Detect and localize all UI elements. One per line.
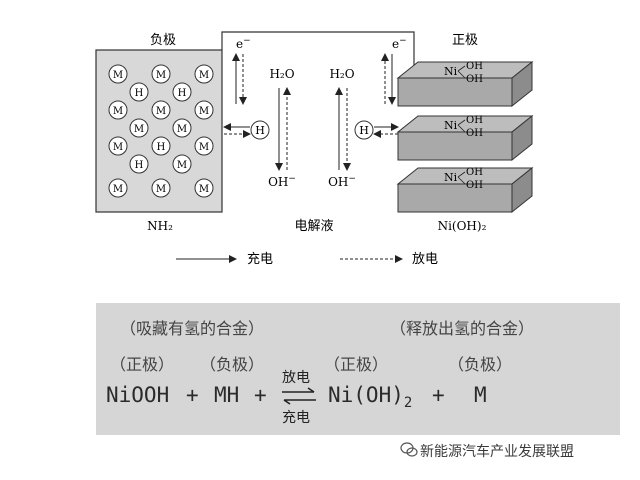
metal-atom-label: M: [113, 106, 123, 117]
water-label-right: H₂O: [329, 67, 354, 81]
electron-label-right: e−: [392, 36, 407, 51]
plate-oh-label: OH: [466, 115, 483, 126]
hydrogen-atom-label: H: [135, 88, 144, 99]
positive-bottom-label: Ni(OH)₂: [438, 219, 487, 233]
metal-atom-label: M: [113, 70, 123, 81]
metal-atom-label: M: [156, 106, 166, 117]
metal-atom-label: M: [199, 142, 209, 153]
positive-electrode-label: 正极: [452, 33, 478, 48]
electrolyte-label: 电解液: [294, 219, 333, 234]
plus-sign-2: +: [254, 383, 267, 407]
role-positive-product: （正极）: [324, 355, 389, 374]
plate-oh-label: OH: [466, 167, 483, 178]
legend-discharge-label: 放电: [412, 252, 438, 267]
plate-ni-label: Ni: [444, 171, 458, 184]
hydrogen-atom: [151, 136, 171, 156]
metal-atom: [108, 136, 128, 156]
hydroxide-label-right: OH−: [328, 174, 356, 189]
metal-atom-label: M: [156, 70, 166, 81]
reactant-mh: MH: [214, 383, 240, 407]
hydrogen-atom-label: H: [135, 160, 144, 171]
plate-ni-label: Ni: [444, 119, 458, 132]
product-m: M: [474, 383, 487, 407]
negative-bottom-label: NH₂: [147, 219, 173, 233]
metal-atom: [129, 118, 149, 138]
plate-oh-label: OH: [466, 128, 483, 139]
wechat-logo-icon: [400, 442, 418, 457]
plate-ni-label: Ni: [444, 65, 458, 78]
metal-atom-label: M: [156, 184, 166, 195]
metal-atom: [194, 136, 214, 156]
metal-atom: [151, 100, 171, 120]
external-circuit-wire: [221, 31, 415, 84]
hydroxide-label-left: OH−: [268, 174, 296, 189]
legend-charge-label: 充电: [247, 251, 273, 267]
metal-atom-label: M: [199, 106, 209, 117]
metal-atom: [108, 100, 128, 120]
water-label-left: H₂O: [269, 67, 294, 81]
metal-atom-label: M: [199, 184, 209, 195]
hydrogen-atom: [172, 82, 192, 102]
plate-oh-label: OH: [466, 74, 483, 85]
metal-atom-label: M: [177, 160, 187, 171]
metal-atom: [108, 178, 128, 198]
product-nioh2: Ni(OH)2: [328, 383, 412, 411]
plate-oh-label: OH: [466, 180, 483, 191]
left-caption: （吸藏有氢的合金）: [120, 319, 265, 338]
plate-oh-label: OH: [466, 61, 483, 72]
hydrogen-atom: [129, 82, 149, 102]
hydrogen-atom: [129, 154, 149, 174]
reaction-equation-panel: （吸藏有氢的合金） （释放出氢的合金） （正极） （负极） （正极） （负极） …: [96, 303, 620, 435]
hydrogen-atom-right-label: H: [359, 124, 369, 137]
role-negative-reactant: （负极）: [200, 355, 265, 374]
negative-electrode-label: 负极: [150, 33, 176, 48]
arrow-label-charge: 充电: [282, 410, 310, 426]
electron-label-left: e−: [236, 36, 251, 51]
hydrogen-atom-left: [250, 120, 270, 140]
reversible-arrow-icon: [282, 387, 316, 405]
plus-sign-1: +: [186, 383, 199, 407]
metal-atom: [172, 154, 192, 174]
watermark-text: 新能源汽车产业发展联盟: [420, 444, 574, 460]
metal-atom: [151, 64, 171, 84]
metal-atom: [151, 178, 171, 198]
metal-atom-label: M: [113, 184, 123, 195]
metal-atom-label: M: [134, 124, 144, 135]
hydrogen-atom-label: H: [178, 88, 187, 99]
right-caption: （释放出氢的合金）: [390, 319, 535, 338]
metal-atom: [172, 118, 192, 138]
hydrogen-atom-left-label: H: [255, 124, 265, 137]
reactant-niooh: NiOOH: [106, 383, 170, 407]
hydrogen-atom-label: H: [157, 142, 166, 153]
metal-atom: [108, 64, 128, 84]
plus-sign-3: +: [432, 383, 445, 407]
metal-atom-label: M: [113, 142, 123, 153]
metal-atom: [194, 64, 214, 84]
metal-atom-label: M: [199, 70, 209, 81]
arrow-label-discharge: 放电: [282, 370, 310, 386]
role-negative-product: （负极）: [448, 355, 513, 374]
metal-atom: [194, 100, 214, 120]
role-positive-reactant: （正极）: [110, 355, 175, 374]
metal-atom: [194, 178, 214, 198]
metal-atom-label: M: [177, 124, 187, 135]
product-nioh2-subscript: 2: [403, 395, 413, 412]
product-nioh2-text: Ni(OH): [328, 383, 404, 407]
